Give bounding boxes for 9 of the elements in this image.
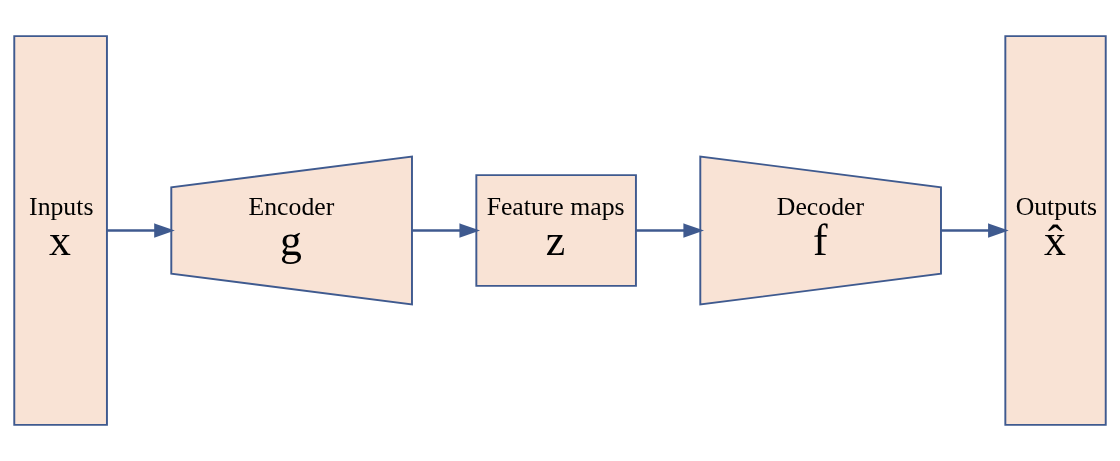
node-box: Inputs x xyxy=(13,35,108,426)
node-box: Feature maps z xyxy=(475,174,637,287)
node-box: Decoder f xyxy=(699,155,942,306)
arrow xyxy=(636,223,704,238)
node-box: Encoder g xyxy=(170,155,413,306)
arrow xyxy=(941,223,1009,238)
arrow xyxy=(107,223,175,238)
arrow xyxy=(412,223,481,238)
node-box: Outputs x̂ xyxy=(1004,35,1107,426)
